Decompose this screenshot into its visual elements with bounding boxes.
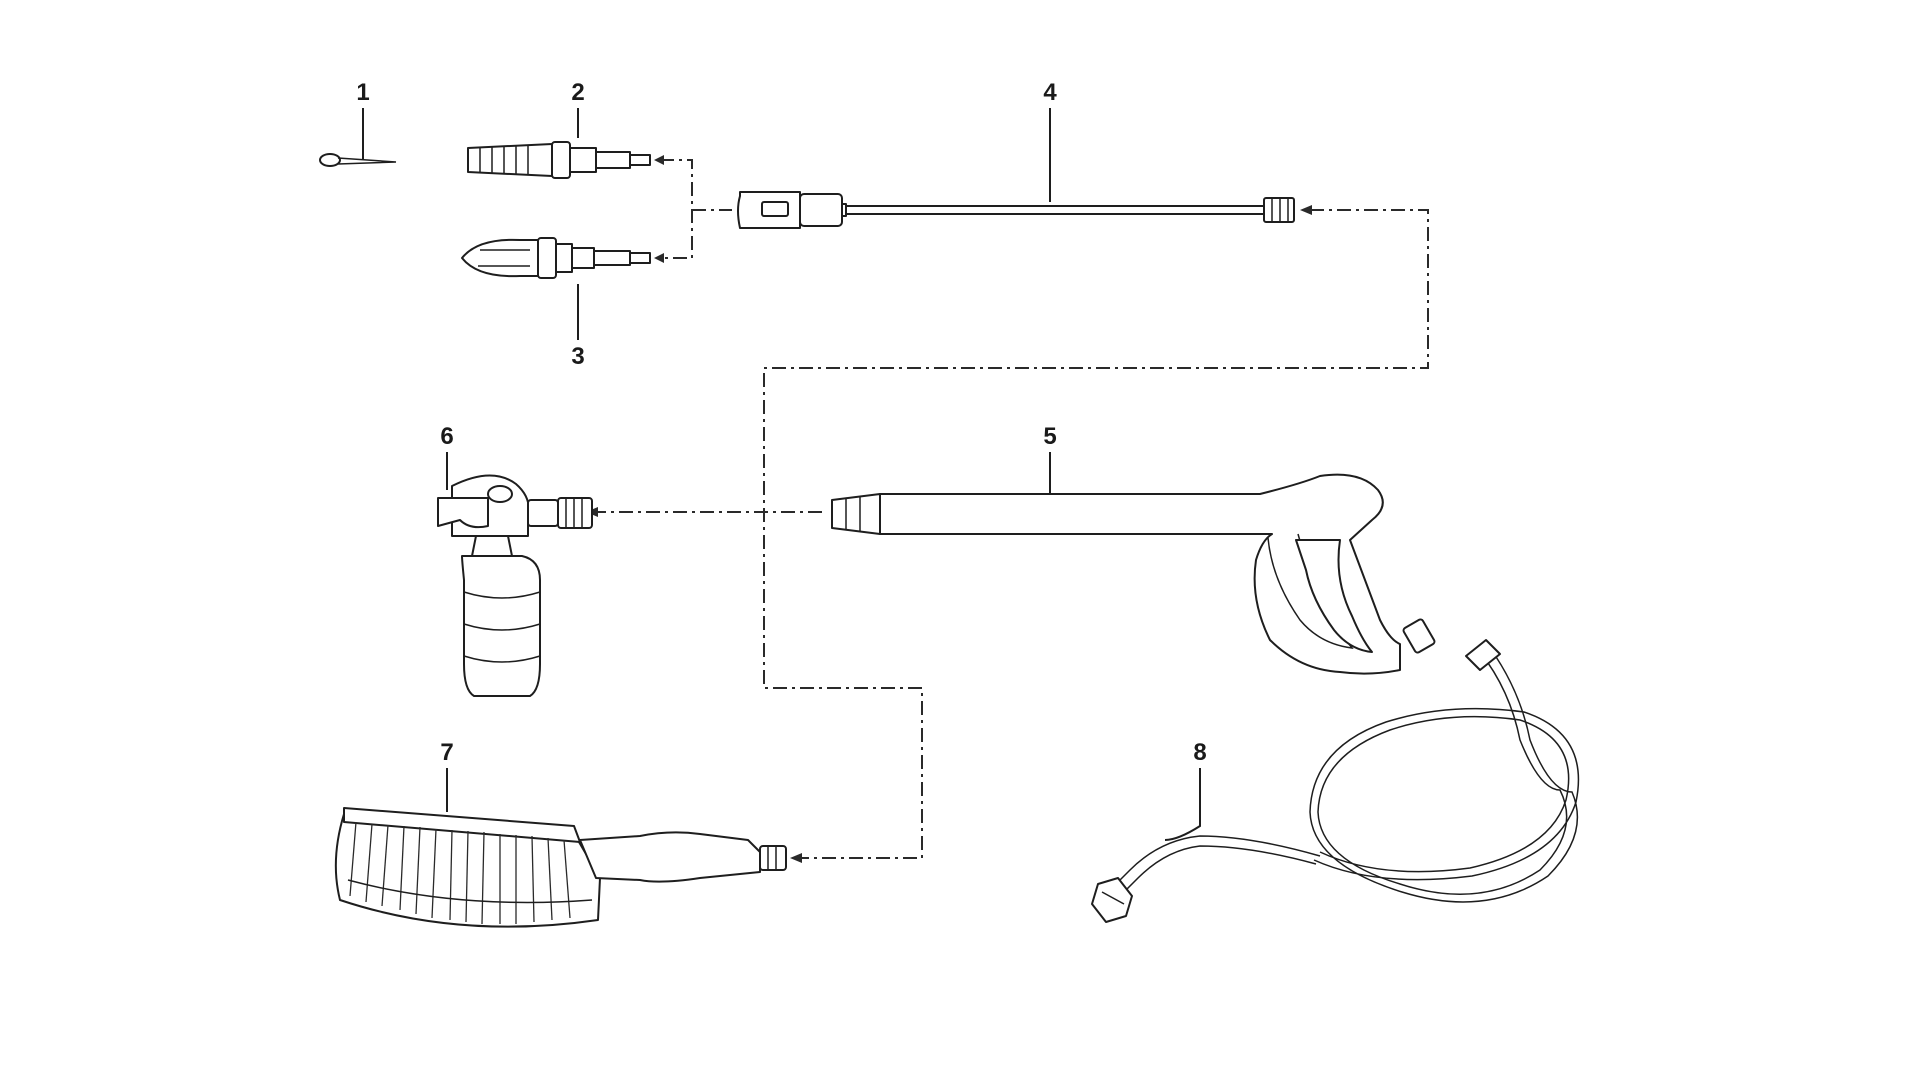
callout-4: 4 <box>1043 79 1057 106</box>
leader-lines <box>362 108 1201 841</box>
part-7-brush <box>334 807 787 928</box>
part-1-pin <box>319 153 397 167</box>
part-6-foam-cannon <box>437 474 593 697</box>
callout-3: 3 <box>571 343 584 370</box>
callout-2: 2 <box>571 79 584 106</box>
brush-bristles <box>347 821 593 925</box>
callout-8: 8 <box>1193 739 1206 766</box>
part-3-turbo-nozzle <box>461 237 651 279</box>
callout-7: 7 <box>440 739 453 766</box>
callout-1: 1 <box>356 79 369 106</box>
assembly-lines <box>586 155 1429 863</box>
part-4-lance <box>737 191 1295 229</box>
callout-5: 5 <box>1043 423 1056 450</box>
part-2-adjustable-nozzle <box>467 141 651 179</box>
part-5-trigger-gun <box>831 473 1436 675</box>
callout-6: 6 <box>440 423 453 450</box>
part-8-hose <box>1091 639 1580 923</box>
